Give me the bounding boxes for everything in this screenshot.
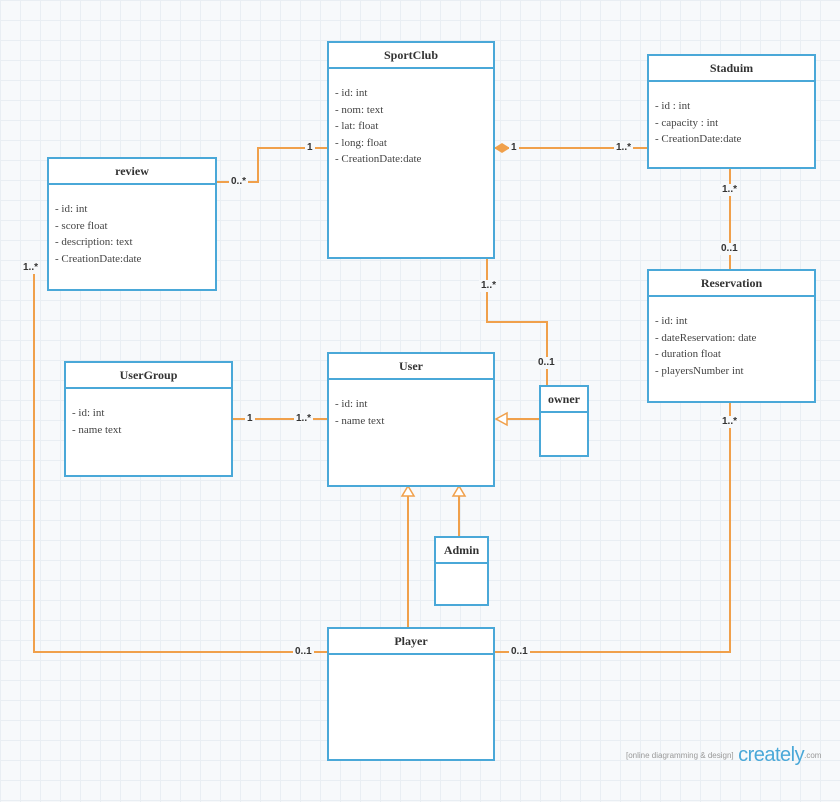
attribute: - long: float bbox=[335, 136, 387, 149]
multiplicity-label: 1..* bbox=[294, 413, 314, 425]
class-name: review bbox=[49, 159, 215, 185]
attribute-list: - id : int - capacity : int - CreationDa… bbox=[649, 82, 814, 148]
class-review[interactable]: review - id: int - score float - descrip… bbox=[47, 157, 217, 291]
class-sportclub[interactable]: SportClub - id: int - nom: text - lat: f… bbox=[327, 41, 495, 259]
creately-watermark: [online diagramming & design] creately.c… bbox=[626, 744, 821, 767]
attribute: - description: text bbox=[55, 236, 133, 249]
class-reservation[interactable]: Reservation - id: int - dateReservation:… bbox=[647, 269, 816, 403]
attribute-list: - id: int - name text bbox=[329, 380, 493, 429]
attribute: - id: int bbox=[655, 315, 688, 327]
class-admin[interactable]: Admin bbox=[434, 536, 489, 606]
attribute: - CreationDate:date bbox=[335, 153, 422, 166]
attribute: - lat: float bbox=[335, 120, 379, 133]
assoc-reservation-player[interactable] bbox=[494, 402, 731, 653]
multiplicity-label: 1 bbox=[245, 413, 255, 425]
multiplicity-label: 0..1 bbox=[536, 357, 557, 369]
attribute: - duration float bbox=[655, 348, 721, 361]
class-user[interactable]: User - id: int - name text bbox=[327, 352, 495, 487]
attribute-list: - id: int - name text bbox=[66, 389, 231, 438]
attribute-list: - id: int - score float - description: t… bbox=[49, 185, 215, 267]
multiplicity-label: 0..* bbox=[229, 176, 249, 188]
class-name: Staduim bbox=[649, 56, 814, 82]
attribute: - id: int bbox=[335, 87, 368, 99]
attribute: - id : int bbox=[655, 100, 691, 112]
watermark-tagline: [online diagramming & design] bbox=[626, 751, 734, 760]
multiplicity-label: 1..* bbox=[720, 184, 740, 196]
composition-diamond bbox=[494, 143, 510, 153]
class-name: owner bbox=[541, 387, 587, 413]
class-name: Reservation bbox=[649, 271, 814, 297]
generalization-arrow-owner bbox=[494, 411, 508, 427]
multiplicity-label: 1..* bbox=[479, 280, 499, 292]
assoc-review-player[interactable] bbox=[33, 265, 327, 653]
attribute: - nom: text bbox=[335, 103, 384, 116]
class-staduim[interactable]: Staduim - id : int - capacity : int - Cr… bbox=[647, 54, 816, 169]
multiplicity-label: 0..1 bbox=[719, 243, 740, 255]
attribute: - capacity : int bbox=[655, 116, 719, 129]
attribute: - score float bbox=[55, 219, 108, 232]
attribute-list: - id: int - dateReservation: date - dura… bbox=[649, 297, 814, 379]
class-name: User bbox=[329, 354, 493, 380]
attribute: - name text bbox=[335, 414, 385, 427]
class-player[interactable]: Player bbox=[327, 627, 495, 761]
generalization-arrow-admin bbox=[451, 484, 467, 497]
attribute: - id: int bbox=[335, 398, 368, 410]
generalization-arrow-player bbox=[400, 484, 416, 497]
multiplicity-label: 0..1 bbox=[509, 646, 530, 658]
class-name: UserGroup bbox=[66, 363, 231, 389]
class-owner[interactable]: owner bbox=[539, 385, 589, 457]
attribute: - CreationDate:date bbox=[655, 133, 742, 146]
attribute: - name text bbox=[72, 423, 122, 436]
attribute: - playersNumber int bbox=[655, 364, 744, 377]
attribute: - CreationDate:date bbox=[55, 252, 142, 265]
multiplicity-label: 1 bbox=[305, 142, 315, 154]
multiplicity-label: 1 bbox=[509, 142, 519, 154]
attribute: - id: int bbox=[55, 203, 88, 215]
class-name: Player bbox=[329, 629, 493, 655]
multiplicity-label: 0..1 bbox=[293, 646, 314, 658]
attribute-list: - id: int - nom: text - lat: float - lon… bbox=[329, 69, 493, 168]
attribute: - dateReservation: date bbox=[655, 331, 757, 344]
class-usergroup[interactable]: UserGroup - id: int - name text bbox=[64, 361, 233, 477]
watermark-logo: creately bbox=[738, 744, 805, 766]
attribute: - id: int bbox=[72, 407, 105, 419]
class-name: SportClub bbox=[329, 43, 493, 69]
multiplicity-label: 1..* bbox=[720, 416, 740, 428]
class-name: Admin bbox=[436, 538, 487, 564]
multiplicity-label: 1..* bbox=[21, 262, 41, 274]
watermark-domain: .com bbox=[804, 751, 822, 760]
multiplicity-label: 1..* bbox=[614, 142, 634, 154]
